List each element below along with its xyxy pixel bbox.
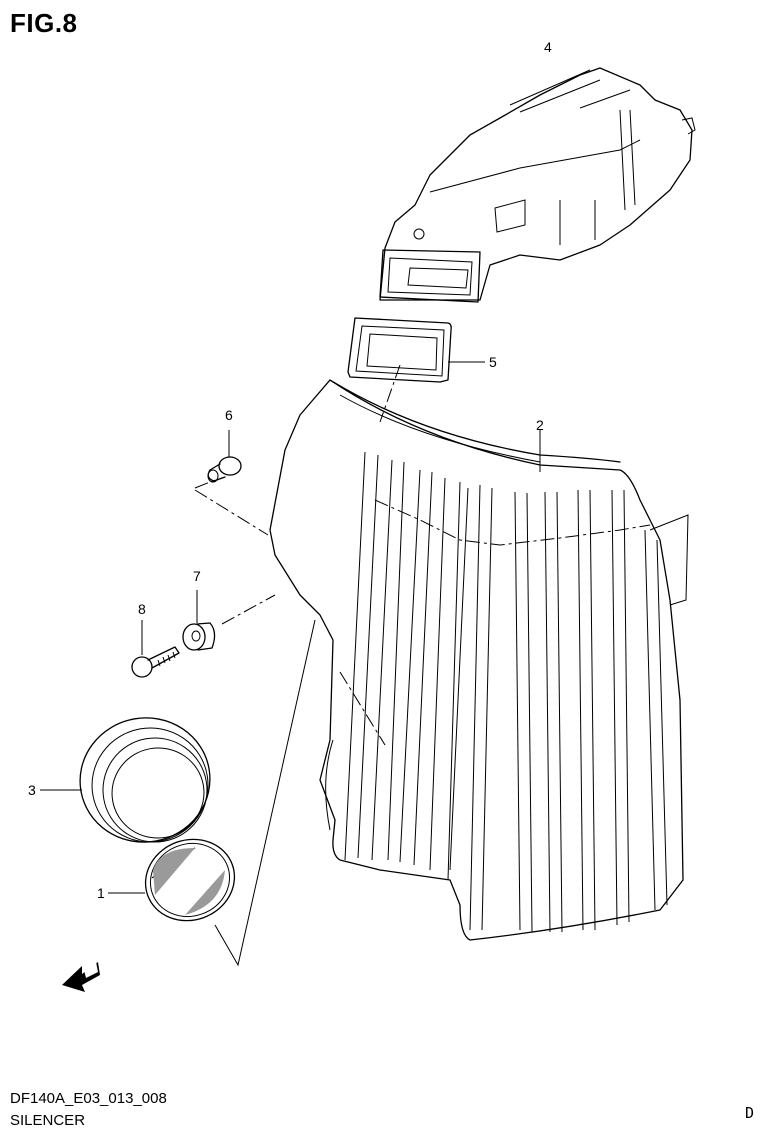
part-4-duct-cover [379, 67, 696, 303]
part-6-collar [207, 430, 242, 483]
callout-1: 1 [97, 885, 105, 901]
diagram-code: DF140A_E03_013_008 [10, 1090, 167, 1107]
callout-5: 5 [489, 354, 497, 370]
part-8-bolt [131, 620, 180, 678]
part-2-silencer-case [269, 379, 689, 941]
part-1-mesh-screen [108, 838, 236, 922]
part-3-hose [40, 717, 211, 843]
page-letter: D [745, 1104, 755, 1122]
callout-4: 4 [544, 39, 552, 55]
fwd-arrow-icon [62, 962, 100, 992]
figure-title: FIG.8 [10, 8, 78, 38]
callout-7: 7 [193, 568, 201, 584]
callout-6: 6 [225, 407, 233, 423]
part-5-duct-seal [347, 317, 485, 383]
callout-8: 8 [138, 601, 146, 617]
callout-2: 2 [536, 417, 544, 433]
diagram-name: SILENCER [10, 1112, 86, 1129]
part-7-grommet [182, 590, 216, 651]
callout-3: 3 [28, 782, 36, 798]
